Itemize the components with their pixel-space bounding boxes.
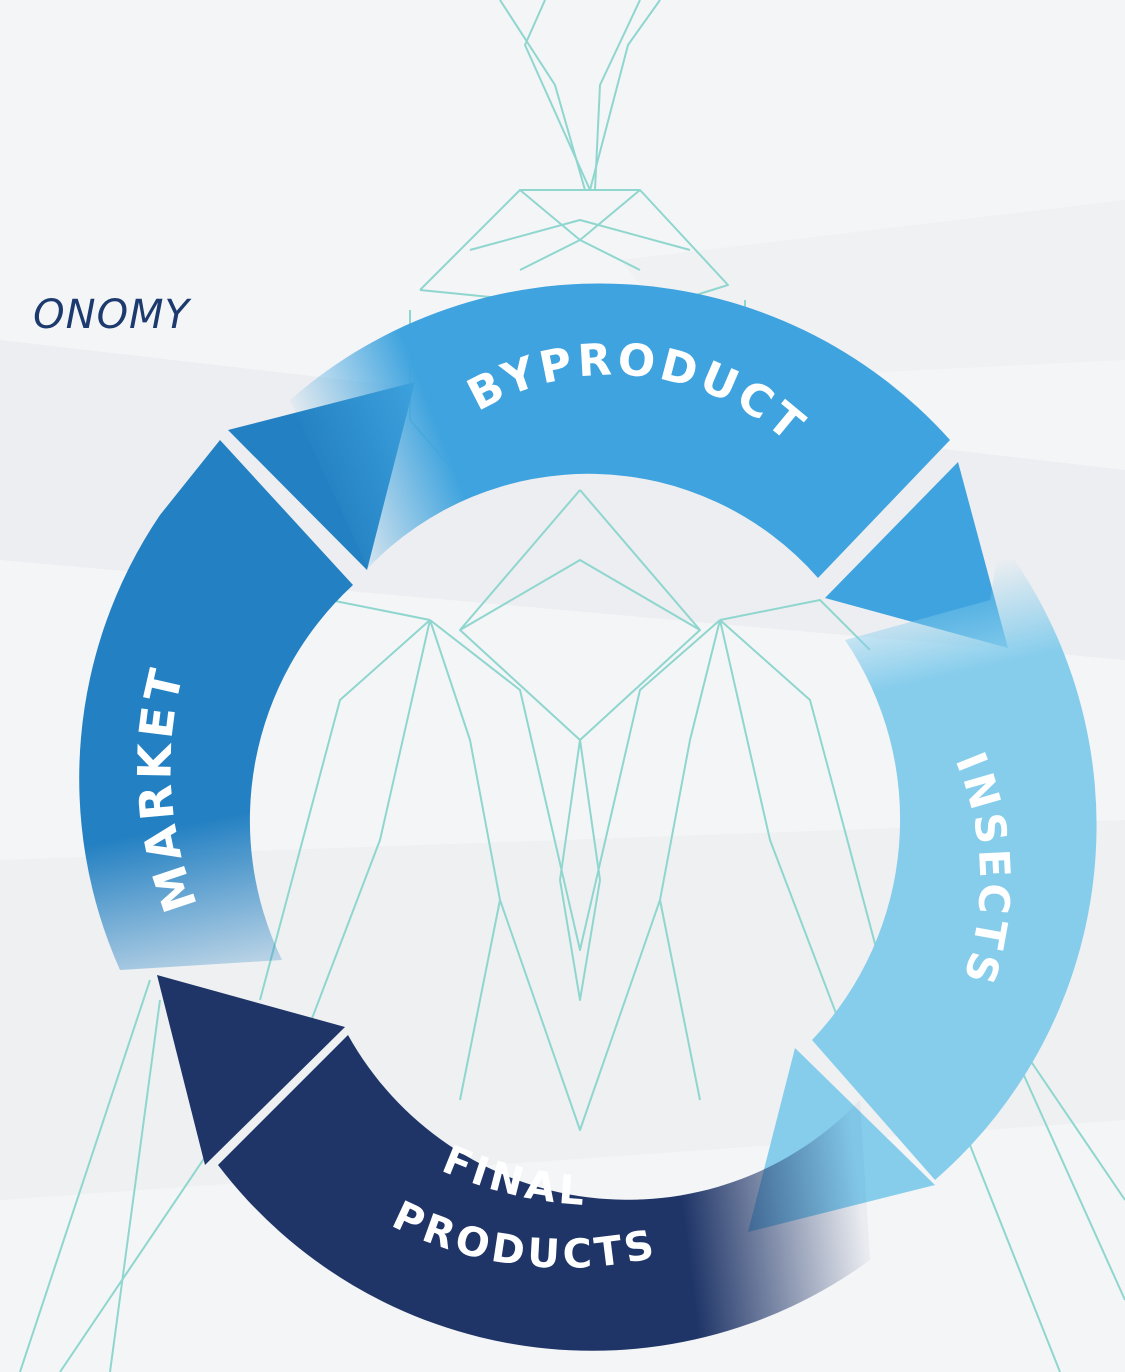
- outline-stroke: [519, 239, 641, 271]
- final-products-segment: [218, 1035, 870, 1351]
- outline-stroke: [499, 0, 586, 191]
- outline-stroke: [259, 619, 431, 1001]
- outline-stroke: [559, 739, 601, 1001]
- outline-stroke: [594, 0, 641, 191]
- final-products-arrowhead: [157, 975, 345, 1165]
- cycle-ring: [79, 283, 1097, 1351]
- heading-text: ONOMY: [33, 292, 190, 338]
- outline-stroke: [719, 619, 891, 1001]
- outline-stroke: [459, 559, 701, 631]
- outline-stroke: [959, 1119, 1061, 1372]
- outline-stroke: [429, 619, 721, 1131]
- market-segment: [79, 440, 353, 970]
- outline-stroke: [299, 619, 431, 1051]
- outline-stroke: [59, 1119, 231, 1372]
- outline-stroke: [589, 0, 661, 191]
- outline-stroke: [429, 619, 721, 951]
- outline-stroke: [659, 899, 701, 1101]
- byproducts-segment: [290, 283, 950, 578]
- outline-stroke: [109, 999, 161, 1372]
- outline-stroke: [19, 979, 151, 1372]
- outline-stroke: [524, 0, 591, 191]
- byproducts-arrowhead: [825, 462, 1008, 648]
- insects-segment: [812, 540, 1097, 1180]
- outline-stroke: [1029, 1059, 1125, 1201]
- outline-stroke: [469, 219, 691, 251]
- outline-stroke: [719, 619, 851, 1051]
- outline-stroke: [719, 599, 871, 651]
- outline-stroke: [459, 899, 501, 1101]
- outline-stroke: [519, 189, 641, 241]
